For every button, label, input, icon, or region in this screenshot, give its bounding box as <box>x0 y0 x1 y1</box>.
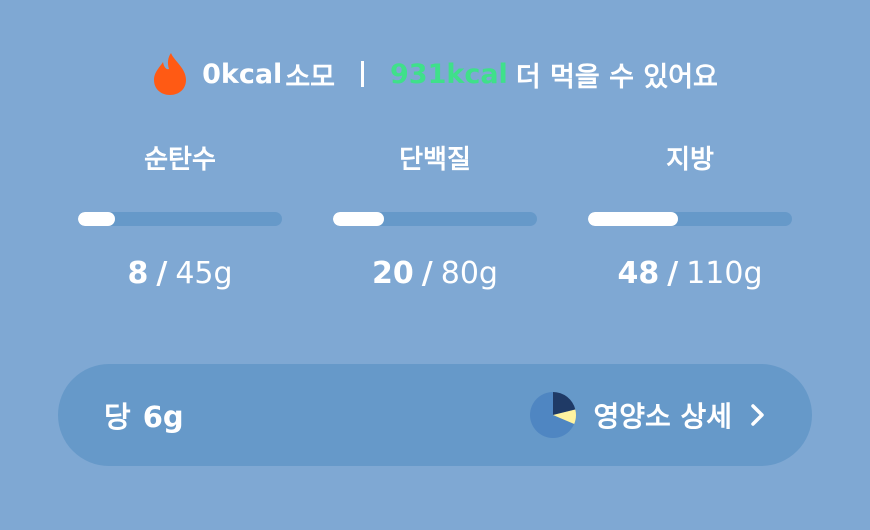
macro-target: 80g <box>440 256 498 291</box>
sugar-value: 6g <box>142 400 184 434</box>
macro-separator: / <box>156 256 168 291</box>
nutrient-detail-link[interactable]: 영양소 상세 <box>529 391 766 439</box>
macro-amount: 8/45g <box>127 256 232 291</box>
remaining-label: 더 먹을 수 있어요 <box>515 61 718 93</box>
nutrient-detail-label: 영양소 상세 <box>593 400 732 433</box>
macro-current: 20 <box>372 256 414 291</box>
macro-carbs: 순탄수 8/45g <box>78 140 282 291</box>
macro-progress-fill <box>78 212 115 226</box>
macro-amount: 48/110g <box>617 256 762 291</box>
macro-name: 순탄수 <box>144 145 216 175</box>
chevron-right-icon <box>751 404 764 426</box>
macro-progress-track <box>78 212 282 226</box>
sugar-label: 당 <box>104 400 131 434</box>
macro-current: 48 <box>617 256 660 291</box>
macro-progress-fill <box>588 212 678 226</box>
burned-calories: 0kcal <box>202 58 283 90</box>
burned-label: 소모 <box>285 61 336 93</box>
macro-target: 45g <box>175 256 233 291</box>
macro-name: 지방 <box>666 145 714 175</box>
macro-list: 순탄수 8/45g 단백질 20/80g 지방 48/110g <box>78 140 792 291</box>
macro-separator: / <box>667 256 679 291</box>
macro-separator: / <box>421 256 433 291</box>
nutrient-detail-button[interactable]: 당 6g 영양소 상세 <box>58 364 812 466</box>
macro-progress-fill <box>333 212 384 226</box>
macro-current: 8 <box>127 256 149 291</box>
macro-fat: 지방 48/110g <box>588 140 792 291</box>
macro-protein: 단백질 20/80g <box>333 140 537 291</box>
summary-divider <box>361 61 365 87</box>
remaining-calories: 931kcal <box>390 58 508 90</box>
macro-progress-track <box>588 212 792 226</box>
nutrient-pie-icon <box>530 392 577 438</box>
flame-icon <box>154 53 187 95</box>
macro-progress-track <box>333 212 537 226</box>
macro-target: 110g <box>686 256 763 291</box>
sugar-summary: 당 6g <box>104 394 184 436</box>
calorie-summary: 0kcal 소모 931kcal 더 먹을 수 있어요 <box>0 52 870 96</box>
macro-name: 단백질 <box>399 145 471 175</box>
macro-amount: 20/80g <box>372 256 498 291</box>
